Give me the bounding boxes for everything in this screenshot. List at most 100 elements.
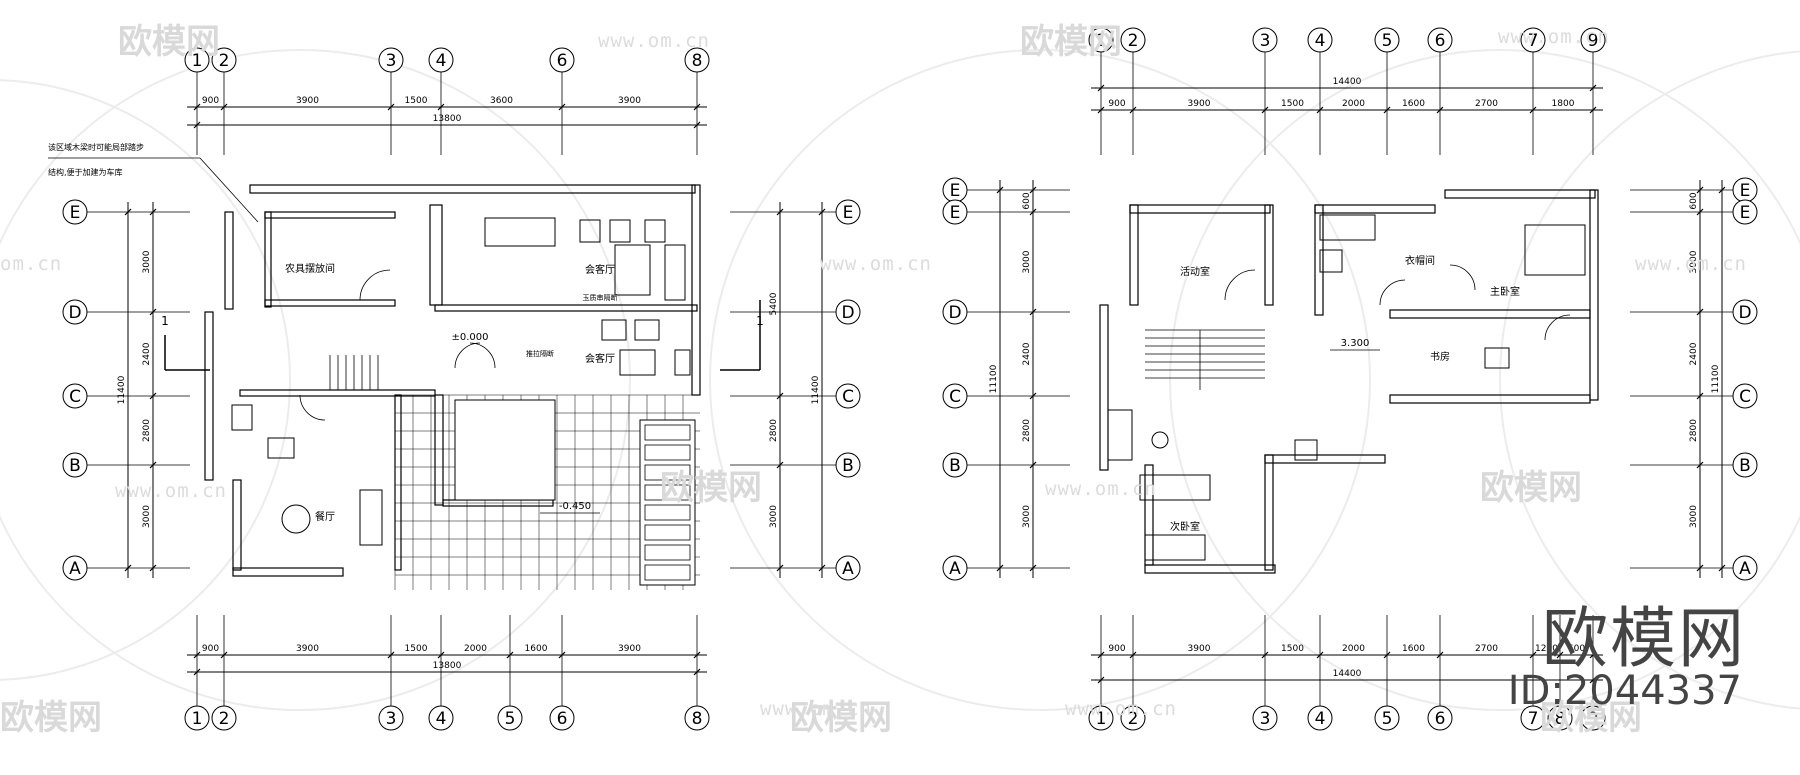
room-label-activity: 活动室 bbox=[1180, 265, 1210, 278]
stair-block bbox=[639, 419, 696, 586]
desk bbox=[1139, 474, 1211, 501]
bottom-dims-value: 1200 bbox=[1535, 644, 1558, 654]
grid-axis-right-label: C bbox=[1739, 387, 1751, 407]
dim-tick bbox=[1529, 651, 1537, 659]
bed-2 bbox=[1144, 534, 1206, 561]
sideboard bbox=[359, 489, 383, 546]
grid-axis-left-label: D bbox=[68, 303, 81, 323]
left-dims-total: 11100 bbox=[989, 364, 999, 393]
wall bbox=[1589, 189, 1599, 401]
door-swing bbox=[359, 269, 391, 301]
grid-axis-right-label: C bbox=[842, 387, 854, 407]
wall bbox=[232, 567, 344, 577]
grid-axis-bottom-label: 7 bbox=[1528, 709, 1539, 729]
grid-axis-top-label: 5 bbox=[1382, 31, 1393, 51]
dim-tick bbox=[1097, 84, 1105, 92]
wall bbox=[1444, 189, 1596, 199]
dim-tick bbox=[149, 461, 157, 469]
dim-tick bbox=[1589, 676, 1597, 684]
grid-axis-top-label: 4 bbox=[436, 51, 447, 71]
bathtub bbox=[484, 217, 556, 247]
dim-tick bbox=[193, 103, 201, 111]
bottom-dims-value: 1600 bbox=[525, 644, 548, 654]
top-dims-total: 13800 bbox=[433, 114, 462, 124]
right-dims-total: 11100 bbox=[1711, 364, 1721, 393]
dim-tick bbox=[693, 103, 701, 111]
dim-tick bbox=[506, 651, 514, 659]
dim-tick bbox=[1696, 208, 1704, 216]
door-swing bbox=[299, 394, 326, 421]
grid-axis-bottom-label: 6 bbox=[1435, 709, 1446, 729]
wall bbox=[264, 211, 396, 219]
grid-axis-bottom-label: 5 bbox=[505, 709, 516, 729]
wall bbox=[239, 389, 436, 397]
grid-axis-top-label: 6 bbox=[557, 51, 568, 71]
stair-step bbox=[644, 564, 691, 581]
top-dims-value: 2700 bbox=[1475, 99, 1498, 109]
grid-axis-bottom-label: 3 bbox=[1260, 709, 1271, 729]
chair bbox=[634, 319, 660, 341]
dim-tick bbox=[149, 208, 157, 216]
bottom-dims-value: 900 bbox=[202, 644, 219, 654]
wall bbox=[429, 204, 443, 306]
dim-tick bbox=[1696, 308, 1704, 316]
note-line-1: 该区域木梁时可能局部踏步 bbox=[48, 142, 144, 152]
dim-tick bbox=[1261, 106, 1269, 114]
wall bbox=[1129, 204, 1139, 306]
wall bbox=[264, 299, 396, 307]
wall bbox=[434, 394, 444, 506]
grid-axis-right-label: B bbox=[1739, 456, 1751, 476]
dim-tick bbox=[776, 564, 784, 572]
wall bbox=[204, 311, 214, 481]
grid-axis-top-label: 2 bbox=[219, 51, 230, 71]
left-dims-value: 3000 bbox=[142, 505, 152, 528]
grid-axis-bottom-label: 2 bbox=[219, 709, 230, 729]
bottom-dims-total: 14400 bbox=[1333, 669, 1362, 679]
dim-tick bbox=[776, 208, 784, 216]
chair bbox=[674, 349, 691, 376]
grid-axis-right-label: D bbox=[841, 303, 854, 323]
grid-axis-top-label: 1 bbox=[192, 51, 203, 71]
dim-tick bbox=[693, 651, 701, 659]
dim-tick bbox=[1718, 186, 1726, 194]
dim-tick bbox=[124, 564, 132, 572]
wall bbox=[1389, 309, 1591, 319]
dim-tick bbox=[220, 103, 228, 111]
wall bbox=[224, 211, 234, 310]
dim-tick bbox=[1029, 564, 1037, 572]
grid-axis-right-label: A bbox=[842, 559, 854, 579]
grid-axis-left-label: E bbox=[70, 203, 81, 223]
wall bbox=[394, 394, 402, 571]
top-dims-value: 3900 bbox=[296, 96, 319, 106]
door-swing bbox=[469, 342, 496, 369]
dim-tick bbox=[776, 392, 784, 400]
dim-tick bbox=[437, 103, 445, 111]
dim-tick bbox=[693, 121, 701, 129]
grid-axis-right-label: E bbox=[843, 203, 854, 223]
bottom-dims-value: 2000 bbox=[464, 644, 487, 654]
dim-tick bbox=[1129, 651, 1137, 659]
dim-tick bbox=[193, 668, 201, 676]
dim-tick bbox=[193, 651, 201, 659]
dim-tick bbox=[1589, 84, 1597, 92]
grid-axis-right-label: A bbox=[1739, 559, 1751, 579]
stair-step bbox=[644, 424, 691, 441]
right-dims-total: 11400 bbox=[811, 375, 821, 404]
wall bbox=[249, 184, 696, 194]
stair-step bbox=[644, 464, 691, 481]
wall bbox=[1264, 454, 1274, 571]
dim-tick bbox=[818, 564, 826, 572]
dim-tick bbox=[1696, 564, 1704, 572]
stair-step bbox=[644, 444, 691, 461]
bottom-dims-value: 1600 bbox=[1402, 644, 1425, 654]
dim-tick bbox=[387, 651, 395, 659]
bottom-dims-value: 600 bbox=[1568, 644, 1585, 654]
left-dims-value: 2800 bbox=[142, 419, 152, 442]
grid-axis-left-label: B bbox=[949, 456, 961, 476]
grid-axis-top-label: 7 bbox=[1528, 31, 1539, 51]
grid-axis-top-label: 1 bbox=[1096, 31, 1107, 51]
right-dims-value: 600 bbox=[1689, 192, 1699, 209]
dim-tick bbox=[1097, 676, 1105, 684]
